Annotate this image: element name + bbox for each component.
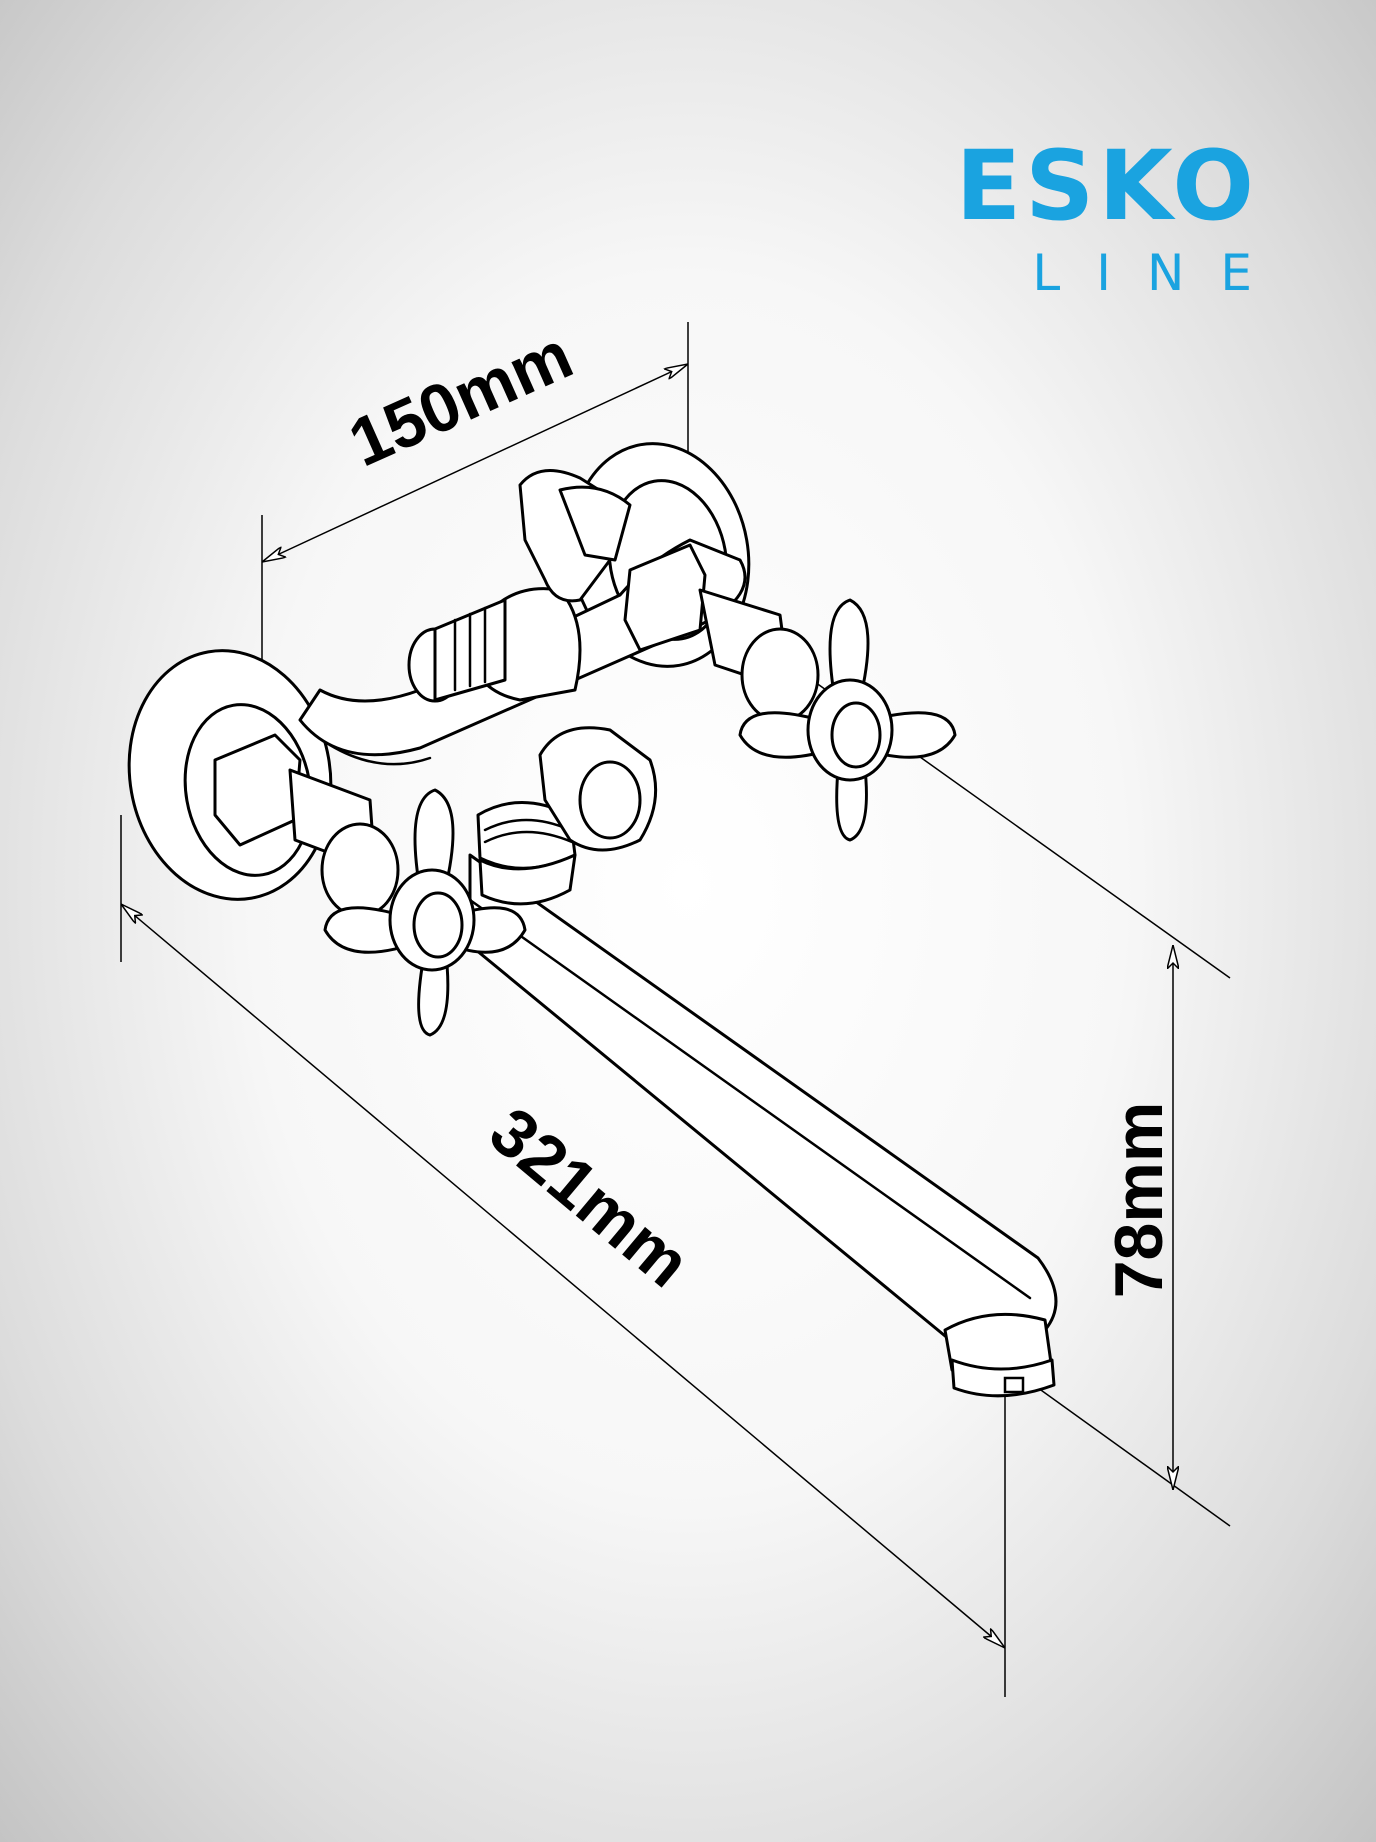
front-cross-handle bbox=[320, 788, 527, 1037]
dimension-height: 78mm bbox=[1101, 945, 1177, 1490]
dimension-spacing-label: 150mm bbox=[338, 317, 583, 482]
brand-line: LINE bbox=[1032, 244, 1288, 302]
brand-logo: ESKO LINE bbox=[956, 138, 1258, 298]
dimension-length-label: 321mm bbox=[476, 1093, 704, 1302]
dimension-height-label: 78mm bbox=[1101, 1102, 1177, 1299]
faucet bbox=[127, 442, 1058, 1398]
brand-name: ESKO bbox=[955, 130, 1258, 242]
back-cross-handle bbox=[738, 598, 957, 842]
